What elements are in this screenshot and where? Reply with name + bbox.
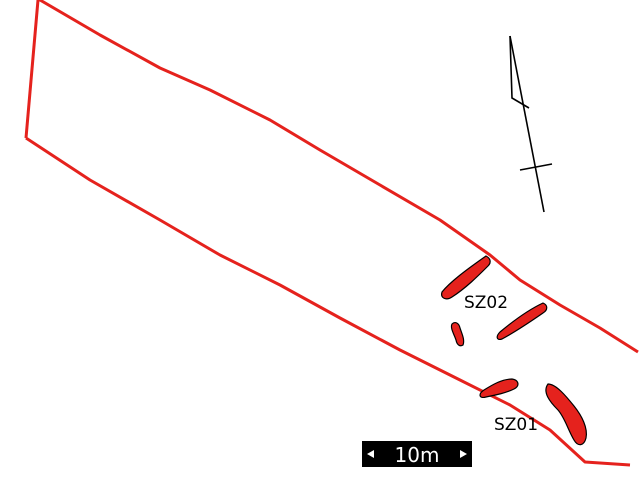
feature-sz01-pit <box>545 383 587 446</box>
feature-sz01-trench <box>479 378 519 399</box>
scale-arrow-right-icon <box>460 450 467 458</box>
feature-sz02-east-trench <box>496 302 548 341</box>
feature-sz02-trench <box>441 255 491 300</box>
scale-bar: 10m <box>362 441 472 467</box>
feature-label-sz01: SZ01 <box>494 415 538 435</box>
north-arrow-icon <box>509 35 553 213</box>
feature-label-sz02: SZ02 <box>464 293 508 313</box>
survey-boundary-south <box>25 136 631 467</box>
scale-arrow-left-icon <box>367 450 374 458</box>
feature-small-pit <box>450 322 465 347</box>
scale-bar-label: 10m <box>395 443 440 467</box>
survey-boundary <box>38 0 639 354</box>
scale-bar-background <box>362 441 472 467</box>
survey-boundary-west <box>24 0 40 139</box>
